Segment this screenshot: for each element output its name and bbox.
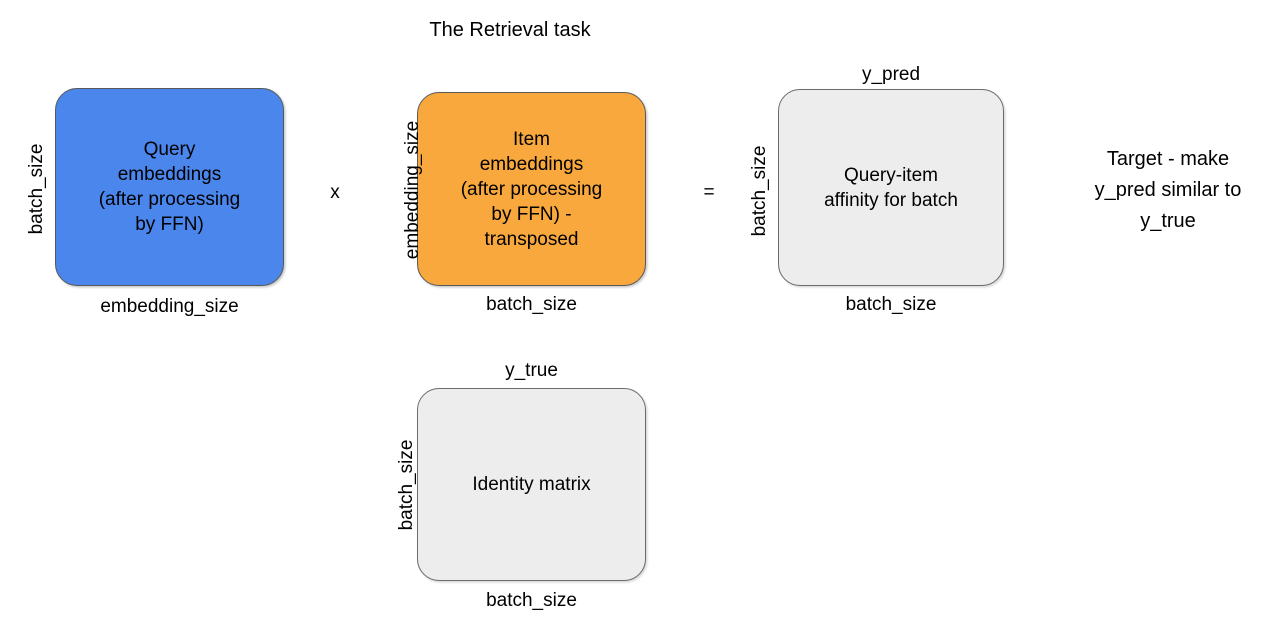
target-note-line-2: y_pred similar to: [1094, 179, 1242, 201]
multiply-operator: x: [330, 182, 340, 203]
dimension-label-query-cols: embedding_size: [100, 296, 239, 317]
affinity-line-2: affinity for batch: [824, 189, 958, 211]
matrix-alias-y-pred: y_pred: [861, 64, 921, 85]
item-line-1: Item: [513, 128, 550, 150]
matrix-box-query-item-affinity: Query-item affinity for batch: [778, 89, 1004, 286]
target-note-line-3: y_true: [1140, 210, 1196, 232]
matrix-box-query-embeddings-label: Query embeddings (after processing by FF…: [99, 137, 241, 237]
matrix-box-item-embeddings: Item embeddings (after processing by FFN…: [417, 92, 646, 286]
query-line-1: Query: [143, 139, 196, 160]
item-line-3: (after processing: [460, 178, 603, 200]
target-note: Target - make y_pred similar to y_true: [1052, 144, 1284, 237]
matrix-box-query-embeddings: Query embeddings (after processing by FF…: [55, 88, 284, 286]
item-line-4: by FFN) -: [491, 203, 572, 225]
query-line-2: embeddings: [117, 164, 222, 185]
affinity-line-1: Query-item: [844, 164, 938, 186]
dimension-label-item-rows: embedding_size: [402, 120, 423, 260]
matrix-box-identity-matrix: Identity matrix: [417, 388, 646, 581]
matrix-box-query-item-affinity-label: Query-item affinity for batch: [824, 163, 958, 213]
item-line-2: embeddings: [479, 153, 584, 175]
dimension-label-query-rows: batch_size: [26, 143, 47, 235]
equals-operator: =: [703, 182, 715, 203]
page-title: The Retrieval task: [429, 19, 591, 41]
dimension-label-affinity-cols: batch_size: [845, 294, 937, 315]
matrix-box-identity-matrix-label: Identity matrix: [472, 474, 591, 495]
query-line-3: (after processing: [98, 189, 241, 210]
matrix-alias-y-true: y_true: [505, 360, 558, 381]
dimension-label-item-cols: batch_size: [486, 294, 577, 315]
dimension-label-identity-cols: batch_size: [486, 590, 577, 611]
dimension-label-affinity-rows: batch_size: [749, 145, 770, 237]
matrix-box-item-embeddings-label: Item embeddings (after processing by FFN…: [461, 127, 603, 252]
item-line-5: transposed: [484, 228, 579, 250]
dimension-label-identity-rows: batch_size: [396, 439, 417, 531]
target-note-line-1: Target - make: [1106, 148, 1230, 170]
query-line-4: by FFN): [135, 214, 204, 235]
